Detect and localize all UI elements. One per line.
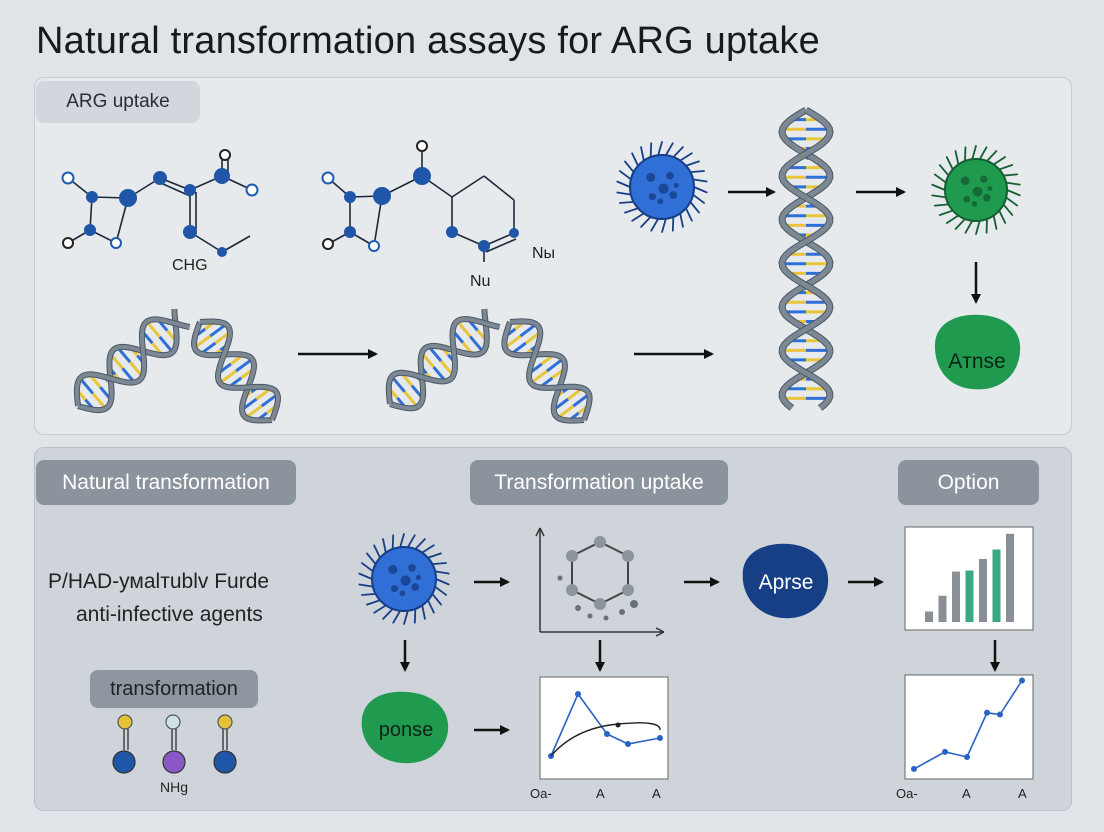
- dna-helix-1: [73, 308, 191, 414]
- line2-series-point-3: [964, 754, 970, 760]
- line2-series-point-2: [942, 748, 948, 755]
- line-chart-2: [904, 674, 1034, 780]
- bar-5: [979, 559, 987, 622]
- transformation-uptake-tag: Transformation uptake: [470, 460, 728, 505]
- atom-icons: [112, 714, 237, 774]
- dna-helix-3: [385, 308, 501, 412]
- description-line-1: P/HAD-умalтublv Furde: [48, 570, 270, 593]
- result-blob-top: [934, 314, 1021, 390]
- nh-label: NHg: [160, 779, 188, 795]
- chart1-tick-3: A: [652, 786, 661, 801]
- chart1-tick-2: A: [596, 786, 605, 801]
- blob-navy-label: Aprse: [759, 571, 814, 594]
- dna-helix-4: [501, 318, 593, 424]
- bar-7: [1006, 533, 1014, 622]
- bar-1: [925, 611, 933, 622]
- dna-helix-tall: [778, 106, 834, 411]
- bar-chart: [904, 526, 1034, 631]
- bar-4: [965, 570, 974, 622]
- line1-series-a-point-3: [604, 731, 610, 737]
- hexagon-plot: [535, 527, 665, 637]
- top-panel: [34, 77, 1072, 435]
- blob-navy: [742, 543, 829, 619]
- option-tag: Option: [898, 460, 1039, 505]
- chart1-tick-1: Oa-: [530, 786, 552, 801]
- line1-series-b-point: [615, 722, 621, 728]
- natural-transformation-tag: Natural transformation: [36, 460, 296, 505]
- line2-series-point-5: [997, 711, 1003, 718]
- line2-series-point-6: [1019, 677, 1025, 684]
- page-title: Natural transformation assays for ARG up…: [36, 20, 820, 62]
- chart2-tick-2: A: [962, 786, 971, 801]
- molecule-1-label: CHG: [172, 257, 208, 274]
- bar-3: [952, 571, 960, 622]
- line1-series-a-point-5: [657, 735, 663, 741]
- description-line-2: anti-infective agents: [76, 603, 263, 626]
- arg-uptake-tag: ARG uptake: [36, 81, 200, 123]
- blob-green: [361, 691, 449, 764]
- result-blob-top-label: Aтnse: [948, 350, 1005, 373]
- blob-green-label: ponse: [379, 719, 434, 741]
- microbe-blue-bottom: [358, 533, 450, 625]
- dna-helix-2: [190, 318, 282, 424]
- line1-series-a-point-4: [625, 741, 631, 747]
- molecule-2-label-b: Nы: [532, 245, 555, 262]
- microbe-blue-top: [616, 141, 708, 233]
- chart2-tick-1: Oa-: [896, 786, 918, 801]
- bar-6: [992, 549, 1001, 622]
- transformation-tag: transformation: [90, 670, 258, 708]
- chart2-tick-3: A: [1018, 786, 1027, 801]
- molecule-2-label-a: Nu: [470, 273, 490, 290]
- line2-series-point-4: [984, 709, 990, 716]
- line2-series-line: [913, 680, 1023, 770]
- molecule-1-atoms: [61, 149, 259, 257]
- bar-2: [938, 595, 947, 622]
- line1-series-a-point-2: [575, 691, 581, 697]
- line2-series-point-1: [911, 765, 917, 772]
- molecule-2-atoms: [321, 140, 519, 252]
- line-chart-1: [539, 676, 669, 780]
- microbe-green-top: [931, 145, 1021, 235]
